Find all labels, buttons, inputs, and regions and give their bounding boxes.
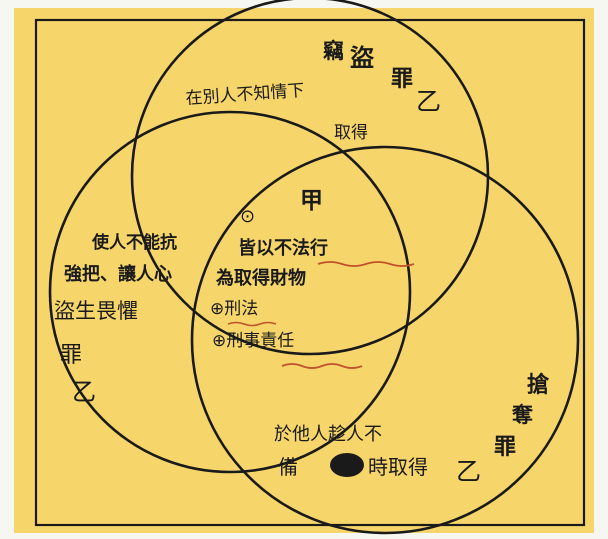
robbery-text-line3: 盜生畏懼 [54,299,138,323]
underline-wavy-1 [317,261,415,267]
snatch-text-line2a: 備 [278,455,298,479]
center-item2: ⊕刑法 [210,299,258,319]
center-item1-number: ⊙ [240,206,255,227]
theft-title-char-1: 竊 [323,39,344,63]
center-item1-line1: 皆以不法行 [238,237,328,259]
snatch-title-char-1: 搶 [527,372,549,398]
robbery-char-zui: 罪 [60,343,82,368]
ink-blot [330,453,364,477]
theft-title-char-3: 罪 [391,67,413,92]
robbery-circle [48,110,412,474]
snatch-label-yi: 乙 [456,457,481,486]
underline-wavy-2 [227,321,277,327]
theft-text-line2: 取得 [334,123,368,143]
snatch-text-line1: 於他人趁人不 [274,424,382,445]
theft-title-char-2: 盜 [350,44,374,72]
snatch-text-line2b: 時取得 [368,455,428,479]
robbery-text-line2: 強把、讓人心 [64,263,172,285]
snatch-title-char-2: 奪 [511,403,534,427]
frame-border [34,18,586,527]
snatch-title-char-3: 罪 [494,435,516,460]
center-item3: ⊕刑事責任 [212,331,294,351]
robbery-text-line1: 使人不能抗 [91,232,177,253]
center-label-jia: 甲 [300,188,323,214]
snatch-circle [190,145,580,535]
paper-background [14,8,594,533]
theft-label-yi: 乙 [416,87,441,116]
center-item1-line2: 為取得財物 [216,267,306,289]
underline-wavy-3 [281,363,363,369]
robbery-label-yi: 乙 [72,378,96,406]
